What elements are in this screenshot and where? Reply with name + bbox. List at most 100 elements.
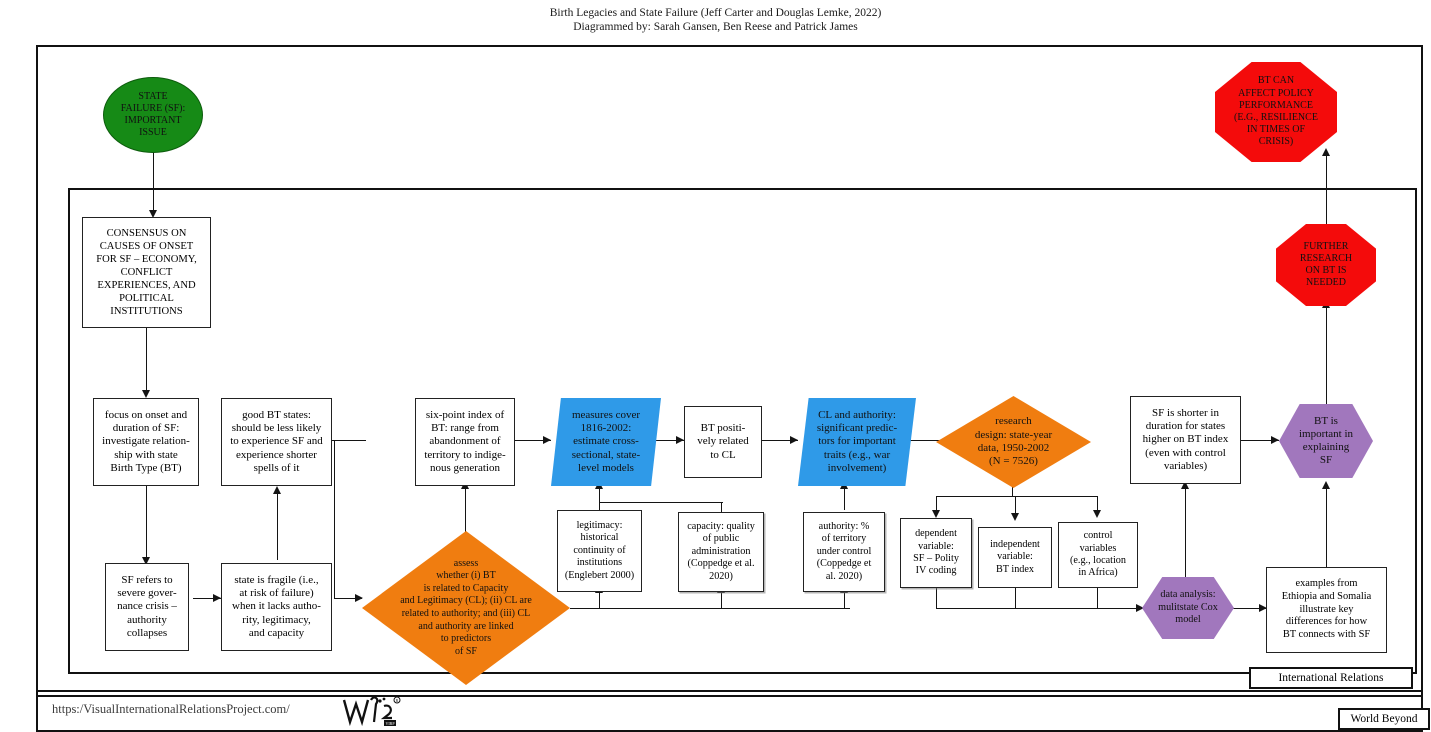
connector-data-to-sfshorter	[1185, 487, 1187, 577]
node-legitimacy[interactable]: legitimacy: historical continuity of ins…	[557, 510, 642, 592]
arrowhead-clauth	[790, 436, 798, 444]
connector-research-down	[1012, 482, 1014, 496]
node-bt-positively-related[interactable]: BT positi- vely related to CL	[684, 406, 762, 478]
node-bt-positively-related-label: BT positi- vely related to CL	[697, 422, 749, 461]
node-further-research-label: FURTHER RESEARCH ON BT IS NEEDED	[1299, 240, 1353, 289]
node-bt-policy-performance-label: BT CAN AFFECT POLICY PERFORMANCE (E.G., …	[1234, 75, 1318, 148]
arrowhead-btpos	[676, 436, 684, 444]
connector-sixpoint-to-measures	[513, 440, 551, 442]
arrowhead-focus	[142, 390, 150, 398]
node-capacity-label: capacity: quality of public administrati…	[687, 520, 755, 582]
node-consensus-label: CONSENSUS ON CAUSES OF ONSET FOR SF – EC…	[96, 228, 197, 317]
connector-focus-to-sf-refers	[146, 486, 148, 561]
connector-legitimacy-to-measures	[599, 488, 601, 510]
node-cl-and-authority-label: CL and authority: significant predic- to…	[816, 408, 898, 474]
title-line-1: Birth Legacies and State Failure (Jeff C…	[549, 7, 882, 19]
node-consensus[interactable]: CONSENSUS ON CAUSES OF ONSET FOR SF – EC…	[82, 217, 211, 328]
connector-good-bt-to-diamond	[334, 598, 362, 600]
arrowhead-independent	[1011, 513, 1019, 521]
connector-examples-to-btimportant	[1326, 487, 1328, 567]
connector-diamond-bus	[570, 608, 850, 610]
node-bt-policy-performance[interactable]: BT CAN AFFECT POLICY PERFORMANCE (E.G., …	[1215, 62, 1337, 162]
arrowhead-control	[1093, 510, 1101, 518]
tag-world-beyond-label: World Beyond	[1350, 713, 1418, 725]
connector-sfshorter-to-btimportant	[1241, 440, 1279, 442]
arrowhead-measures	[543, 436, 551, 444]
node-state-is-fragile-label: state is fragile (i.e., at risk of failu…	[232, 573, 321, 639]
connector-consensus-to-focus	[146, 328, 148, 394]
node-state-is-fragile[interactable]: state is fragile (i.e., at risk of failu…	[221, 563, 332, 651]
connector-dep-down	[936, 588, 938, 608]
node-further-research[interactable]: FURTHER RESEARCH ON BT IS NEEDED	[1276, 224, 1376, 306]
connector-bus-to-authority	[844, 592, 846, 609]
node-sf-shorter-label: SF is shorter in duration for states hig…	[1142, 406, 1229, 472]
node-focus-onset[interactable]: focus on onset and duration of SF: inves…	[93, 398, 199, 486]
node-examples-ethiopia-label: examples from Ethiopia and Somalia illus…	[1281, 578, 1372, 641]
node-good-bt-states-label: good BT states: should be less likely to…	[230, 408, 323, 474]
outer-border	[36, 45, 1423, 697]
arrowhead-fragile	[213, 594, 221, 602]
connector-variables-bus	[936, 608, 1144, 610]
node-good-bt-states[interactable]: good BT states: should be less likely to…	[221, 398, 332, 486]
connector-research-split	[936, 496, 1098, 498]
node-focus-onset-label: focus on onset and duration of SF: inves…	[102, 408, 190, 474]
node-authority[interactable]: authority: % of territory under control …	[803, 512, 885, 592]
node-six-point-index-label: six-point index of BT: range from abando…	[424, 408, 506, 474]
connector-research-to-dep	[936, 496, 938, 514]
arrowhead-consensus	[149, 210, 157, 218]
connector-capacity-up	[721, 502, 723, 512]
connector-clauth-to-research	[903, 440, 963, 442]
tag-international-relations[interactable]: International Relations	[1249, 667, 1413, 689]
arrowhead-examples	[1259, 604, 1267, 612]
node-independent-variable-label: independent variable: BT index	[990, 538, 1040, 575]
node-data-analysis[interactable]: data analysis: mulitstate Cox model	[1142, 577, 1234, 639]
node-data-analysis-label: data analysis: mulitstate Cox model	[1158, 589, 1218, 626]
arrowhead-bt-policy	[1322, 148, 1330, 156]
connector-indep-down	[1015, 588, 1017, 608]
node-sf-refers-to[interactable]: SF refers to severe gover- nance crisis …	[105, 563, 189, 651]
node-dependent-variable-label: dependent variable: SF – Polity IV codin…	[913, 528, 959, 577]
tag-international-relations-label: International Relations	[1278, 672, 1384, 684]
connector-btpos-to-clauth	[762, 440, 798, 442]
arrowhead-sfshorter	[1181, 481, 1189, 489]
node-cl-and-authority[interactable]: CL and authority: significant predic- to…	[798, 398, 916, 486]
node-measures-cover[interactable]: measures cover 1816-2002: estimate cross…	[551, 398, 661, 486]
connector-issue-to-consensus	[153, 152, 155, 214]
node-sf-shorter[interactable]: SF is shorter in duration for states hig…	[1130, 396, 1241, 484]
node-assess-whether-label: assess whether (i) BT is related to Capa…	[400, 557, 532, 657]
connector-fragile-to-good-bt	[277, 494, 279, 560]
node-state-failure-issue-label: STATE FAILURE (SF): IMPORTANT ISSUE	[120, 91, 186, 138]
connector-data-to-examples	[1233, 608, 1267, 610]
svg-text:R: R	[396, 698, 399, 703]
node-research-design-label: research design: state-year data, 1950-2…	[974, 415, 1053, 468]
project-url[interactable]: https:/VisualInternationalRelationsProje…	[52, 702, 290, 716]
node-six-point-index[interactable]: six-point index of BT: range from abando…	[415, 398, 515, 486]
connector-bus-to-capacity	[721, 592, 723, 609]
node-control-variables-label: control variables (e.g., location in Afr…	[1069, 530, 1126, 579]
node-dependent-variable[interactable]: dependent variable: SF – Polity IV codin…	[900, 518, 972, 588]
connector-research-to-indep	[1015, 496, 1017, 517]
connector-authority-to-clauth	[844, 488, 846, 510]
arrowhead-data-analysis	[1136, 604, 1144, 612]
connector-research-to-control	[1097, 496, 1099, 514]
connector-diamond-to-sixpoint	[465, 488, 467, 532]
node-capacity[interactable]: capacity: quality of public administrati…	[678, 512, 764, 592]
arrowhead-assess-diamond	[355, 594, 363, 602]
node-examples-ethiopia[interactable]: examples from Ethiopia and Somalia illus…	[1266, 567, 1387, 653]
connector-sf-refers-to-fragile	[193, 598, 221, 600]
node-control-variables[interactable]: control variables (e.g., location in Afr…	[1058, 522, 1138, 588]
connector-good-bt-down	[334, 440, 336, 598]
virp-logo-icon: R VIRP	[342, 696, 401, 727]
node-independent-variable[interactable]: independent variable: BT index	[978, 527, 1052, 588]
arrowhead-btimportant-examples	[1322, 481, 1330, 489]
node-bt-important-label: BT is important in explaining SF	[1298, 414, 1354, 467]
node-bt-important[interactable]: BT is important in explaining SF	[1279, 404, 1373, 478]
node-sf-refers-to-label: SF refers to severe gover- nance crisis …	[117, 573, 177, 639]
node-state-failure-issue[interactable]: STATE FAILURE (SF): IMPORTANT ISSUE	[103, 77, 203, 153]
connector-control-down	[1097, 588, 1099, 608]
connector-measures-to-btpos	[656, 440, 684, 442]
tag-world-beyond[interactable]: World Beyond	[1338, 708, 1430, 730]
arrowhead-dependent	[932, 510, 940, 518]
title-subtitle: Diagrammed by: Sarah Gansen, Ben Reese a…	[573, 21, 858, 33]
